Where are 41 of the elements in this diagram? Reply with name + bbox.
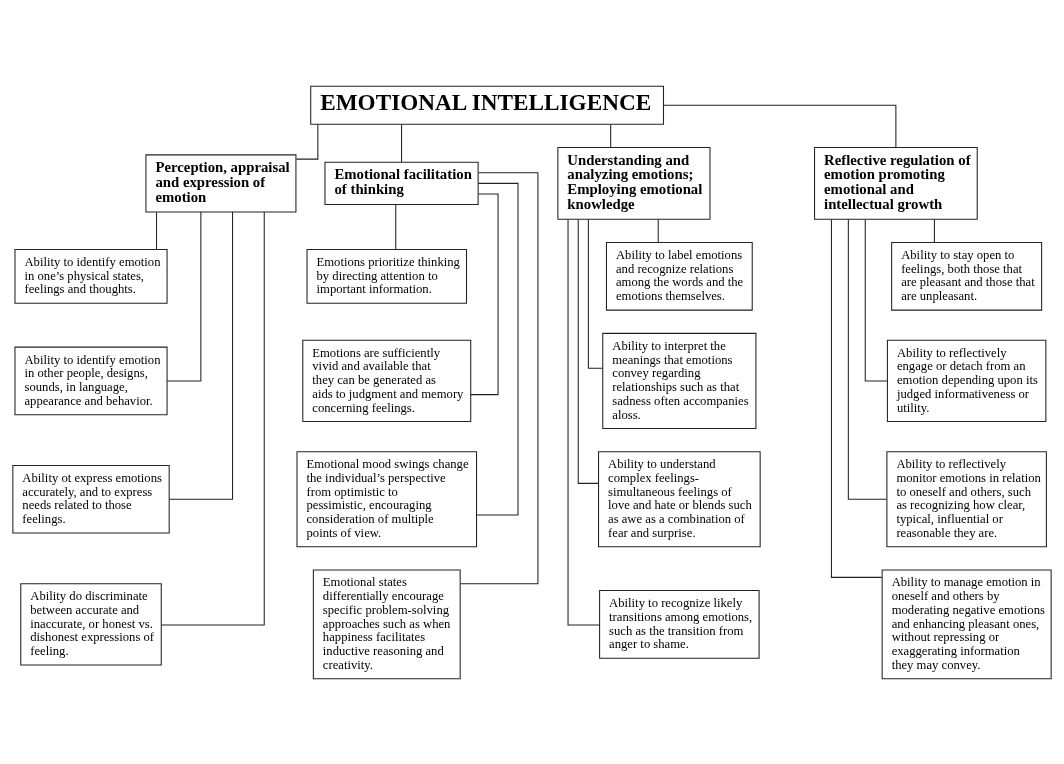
connector [830, 218, 883, 578]
connector [587, 218, 604, 369]
connector [160, 211, 265, 625]
connector [933, 218, 935, 243]
node-box: Ability to identify emotion in one’s physical states, feelings and thoughts. [14, 248, 168, 304]
connector [864, 218, 888, 381]
node-box: Emotions prioritize thinking by directing attention to important information. [306, 248, 468, 304]
node-box: Understanding and analyzing emotions; Employing emotional knowledge [557, 146, 711, 220]
node-box: Emotional mood swings change the individual’s perspective from optimistic to pessimistic, encouraging consideration of multiple points of view. [296, 450, 478, 547]
node-box: Perception, appraisal and expression of emotion [145, 153, 297, 212]
node-box: Ability to stay open to feelings, both those that are pleasant and those that are unpleasant. [891, 241, 1043, 311]
node-box: Ability to reflectively monitor emotions in relation to oneself and others, such as recognizing how clear, typical, influential or reasonable they are. [886, 450, 1047, 547]
node-box: Ability to identify emotion in other people, designs, sounds, in language, appearance and behavior. [14, 346, 168, 415]
connector [847, 218, 888, 500]
connector [168, 210, 234, 500]
connector [657, 218, 659, 243]
connector [156, 211, 158, 250]
connector [166, 211, 202, 381]
node-box: Emotional facilitation of thinking [324, 161, 479, 205]
connector [577, 218, 599, 484]
connector [610, 123, 612, 148]
connector [476, 182, 519, 516]
connector [401, 123, 403, 163]
node-box: Emotions are sufficiently vivid and available that they can be generated as aids to judgment and memory concerning feelings. [302, 339, 472, 422]
node-box: EMOTIONAL INTELLIGENCE [310, 85, 665, 125]
node-box: Ability to reflectively engage or detach from an emotion depending upon its judged informativeness or utility. [886, 339, 1047, 422]
connector [395, 203, 397, 250]
connector [460, 171, 539, 584]
node-box: Reflective regulation of emotion promoting emotional and intellectual growth [814, 146, 978, 220]
node-box: Ability to label emotions and recognize relations among the words and the emotions themselves. [605, 241, 753, 311]
node-box: Ability do discriminate between accurate and inaccurate, or honest vs. dishonest expressions of feeling. [20, 582, 162, 666]
node-box: Ability to understand complex feelings-simultaneous feelings of love and hate or blends such as awe as a combination of fear and surprise. [598, 450, 761, 547]
node-box: Ability to manage emotion in oneself and others by moderating negative emotions and enhancing pleasant ones, without repressing or exaggerating information they may convey. [881, 568, 1052, 679]
node-box: Ability to interpret the meanings that emotions convey regarding relationships such as that sadness often accompanies aloss. [602, 332, 757, 429]
connector [567, 218, 600, 625]
connector [663, 104, 897, 148]
node-box: Emotional states differentially encourage specific problem-solving approaches such as when happiness facilitates inductive reasoning and creativity. [312, 568, 461, 679]
node-box: Ability ot express emotions accurately, and to express needs related to those feelings. [12, 464, 170, 534]
connector [295, 123, 319, 160]
connector [470, 192, 499, 395]
node-box: Ability to recognize likely transitions among emotions, such as the transition from anger to shame. [599, 589, 760, 659]
